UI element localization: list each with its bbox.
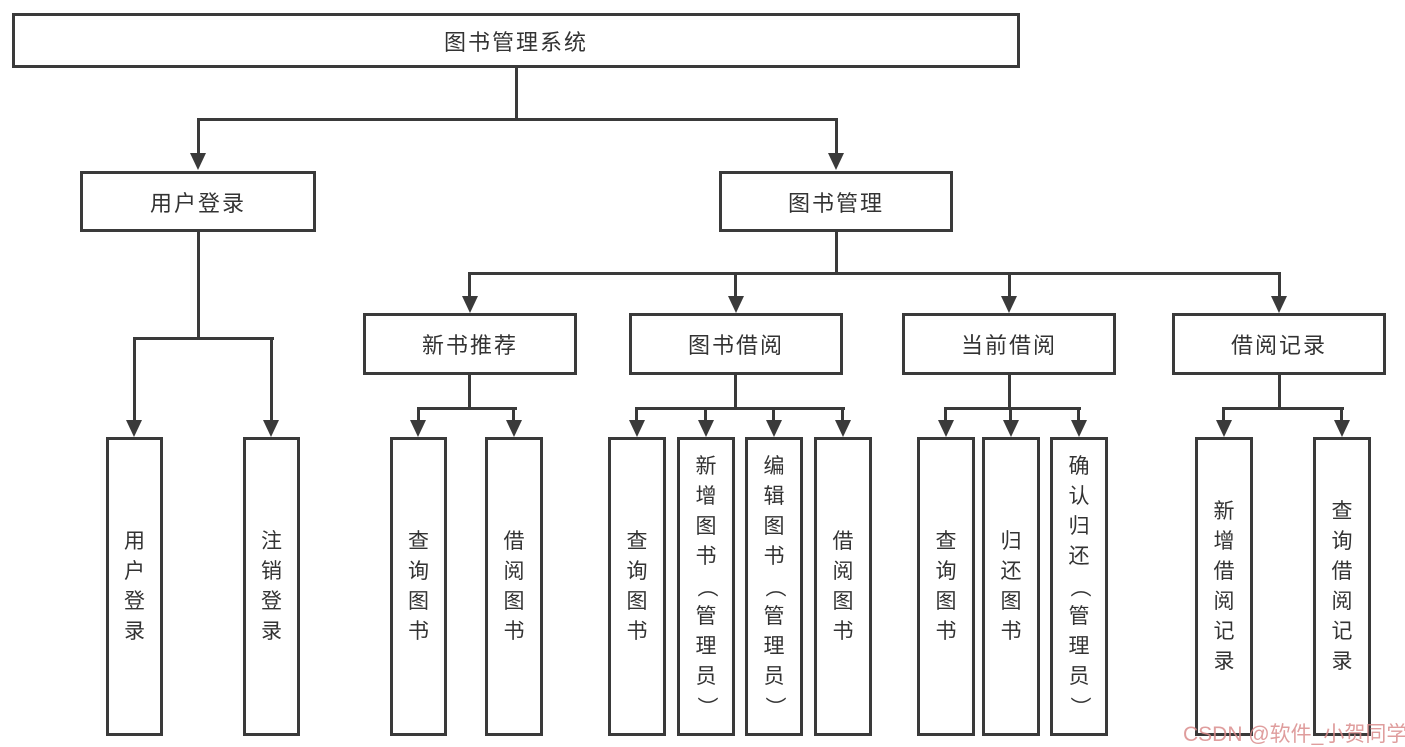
arrowhead-down-icon: [1334, 420, 1350, 437]
connector-line: [1009, 407, 1012, 422]
connector-line: [734, 275, 737, 298]
connector-line: [1278, 275, 1281, 298]
connector-line: [835, 118, 838, 155]
arrowhead-down-icon: [728, 296, 744, 313]
arrowhead-down-icon: [1001, 296, 1017, 313]
connector-line: [734, 375, 737, 410]
connector-line: [133, 337, 274, 340]
connector-line: [468, 272, 1281, 275]
connector-line: [841, 407, 844, 422]
connector-line: [704, 407, 707, 422]
connector-line: [417, 407, 420, 422]
arrowhead-down-icon: [462, 296, 478, 313]
arrowhead-down-icon: [828, 153, 844, 170]
leaf-borrow-book: 借阅图书: [814, 437, 872, 736]
arrowhead-down-icon: [410, 420, 426, 437]
connector-line: [635, 407, 638, 422]
arrowhead-down-icon: [1071, 420, 1087, 437]
arrowhead-down-icon: [506, 420, 522, 437]
arrowhead-down-icon: [1271, 296, 1287, 313]
connector-line: [1008, 275, 1011, 298]
connector-line: [1008, 375, 1011, 410]
leaf-query-borrow-record: 查询借阅记录: [1313, 437, 1371, 736]
connector-line: [197, 118, 200, 155]
connector-line: [835, 232, 838, 275]
node-current-borrowing: 当前借阅: [902, 313, 1116, 375]
connector-line: [636, 407, 845, 410]
connector-line: [1278, 375, 1281, 410]
node-new-book-recommendation: 新书推荐: [363, 313, 577, 375]
arrowhead-down-icon: [190, 153, 206, 170]
connector-line: [1077, 407, 1080, 422]
arrowhead-down-icon: [835, 420, 851, 437]
node-borrowing-records: 借阅记录: [1172, 313, 1386, 375]
connector-line: [944, 407, 1081, 410]
arrowhead-down-icon: [1003, 420, 1019, 437]
connector-line: [133, 340, 136, 422]
arrowhead-down-icon: [1216, 420, 1232, 437]
connector-line: [270, 340, 273, 422]
node-user-login: 用户登录: [80, 171, 316, 232]
leaf-confirm-return-admin: 确认归还（管理员）: [1050, 437, 1108, 736]
connector-line: [1340, 407, 1343, 422]
leaf-add-book-admin: 新增图书（管理员）: [677, 437, 735, 736]
csdn-watermark: CSDN @软件_小贺同学: [1183, 723, 1405, 746]
leaf-query-book-current: 查询图书: [917, 437, 975, 736]
connector-line: [468, 375, 471, 410]
arrowhead-down-icon: [766, 420, 782, 437]
connector-line: [197, 118, 838, 121]
connector-line: [515, 68, 518, 121]
leaf-logout: 注销登录: [243, 437, 300, 736]
connector-line: [197, 232, 200, 340]
arrowhead-down-icon: [263, 420, 279, 437]
arrowhead-down-icon: [698, 420, 714, 437]
connector-line: [1222, 407, 1344, 410]
leaf-borrow-book-recommend: 借阅图书: [485, 437, 543, 736]
connector-line: [944, 407, 947, 422]
leaf-return-book: 归还图书: [982, 437, 1040, 736]
connector-line: [417, 407, 517, 410]
arrowhead-down-icon: [629, 420, 645, 437]
arrowhead-down-icon: [126, 420, 142, 437]
connector-line: [772, 407, 775, 422]
leaf-query-book-recommend: 查询图书: [390, 437, 447, 736]
node-book-management: 图书管理: [719, 171, 953, 232]
node-library-management-system: 图书管理系统: [12, 13, 1020, 68]
leaf-edit-book-admin: 编辑图书（管理员）: [745, 437, 803, 736]
leaf-add-borrow-record: 新增借阅记录: [1195, 437, 1253, 736]
leaf-query-book-borrowing: 查询图书: [608, 437, 666, 736]
arrowhead-down-icon: [938, 420, 954, 437]
node-book-borrowing: 图书借阅: [629, 313, 843, 375]
connector-line: [1222, 407, 1225, 422]
connector-line: [512, 407, 515, 422]
leaf-user-login: 用户登录: [106, 437, 163, 736]
connector-line: [468, 275, 471, 298]
